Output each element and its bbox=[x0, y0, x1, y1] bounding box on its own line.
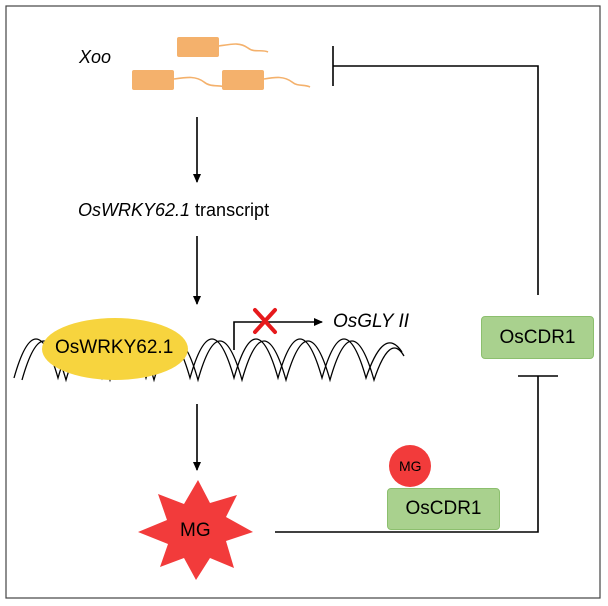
transcription-arrow bbox=[233, 318, 323, 350]
mg-bound-label: MG bbox=[399, 458, 422, 474]
transcript-label: OsWRKY62.1 transcript bbox=[78, 200, 269, 221]
inhibition-line-mg-cdr1 bbox=[275, 376, 539, 533]
mg-starburst-icon bbox=[138, 480, 253, 580]
target-gene-label: OsGLY II bbox=[333, 311, 410, 332]
feedback-line-cdr1-xoo bbox=[333, 65, 539, 295]
wrky-protein-label: OsWRKY62.1 bbox=[55, 337, 174, 358]
oscdr1-box-bound: OsCDR1 bbox=[387, 488, 500, 530]
transcript-word: transcript bbox=[190, 200, 270, 220]
xoo-label: Xoo bbox=[79, 47, 112, 67]
x-mark-icon bbox=[253, 308, 277, 334]
transcript-gene-name: OsWRKY62.1 bbox=[78, 200, 191, 220]
xoo-bacteria-icon bbox=[132, 37, 311, 90]
diagram-frame bbox=[5, 5, 601, 599]
mg-bound-circle bbox=[389, 445, 431, 487]
oscdr1-box-right: OsCDR1 bbox=[481, 316, 594, 359]
wrky-protein-ellipse bbox=[42, 318, 188, 380]
mg-star-label: MG bbox=[180, 520, 211, 541]
